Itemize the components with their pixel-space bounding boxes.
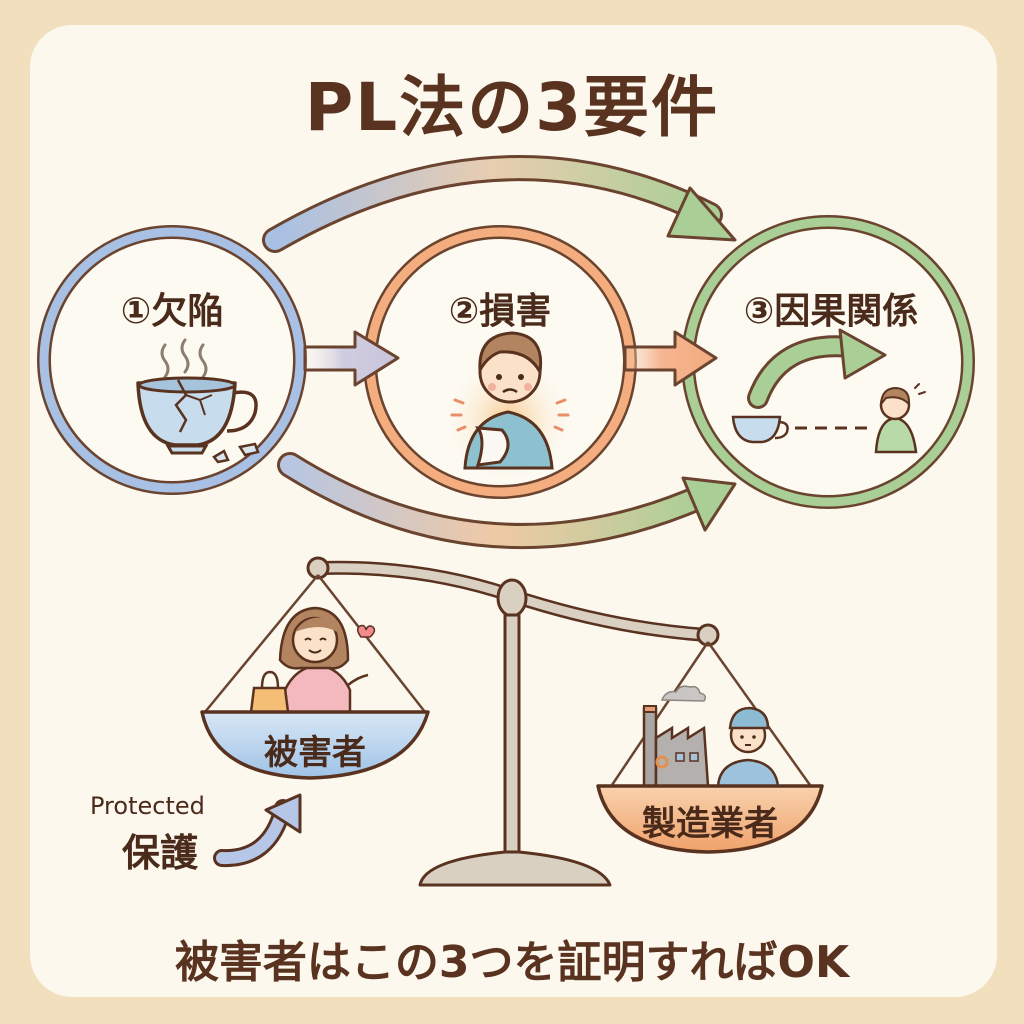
- broken-cup-icon: [136, 338, 260, 464]
- cup-to-person-link-icon: [731, 328, 926, 454]
- arrow-defect-to-damage: [303, 330, 400, 387]
- top-flow-arrow: [262, 155, 737, 253]
- factory-worker-icon: [642, 685, 780, 788]
- bottom-flow-arrow: [277, 452, 737, 549]
- balance-scale: [306, 556, 720, 887]
- step-label-causation: ③因果関係: [743, 291, 919, 332]
- step-circle-defect: [37, 225, 307, 495]
- right-pan: [596, 641, 824, 854]
- page-title: PL法の3要件: [304, 69, 720, 146]
- step-label-damage: ②損害: [448, 291, 552, 332]
- injured-person-icon: [446, 331, 570, 482]
- left-pan: [200, 574, 430, 780]
- consumer-woman-icon: [249, 606, 376, 714]
- protected-label-jp: 保護: [122, 831, 199, 875]
- protected-label-en: Protected: [90, 792, 205, 820]
- footer-caption: 被害者はこの3つを証明すればOK: [174, 937, 850, 988]
- step-label-defect: ①欠陥: [120, 291, 224, 332]
- right-pan-label: 製造業者: [642, 804, 778, 844]
- step-circle-causation: [681, 215, 975, 509]
- left-pan-label: 被害者: [264, 733, 366, 773]
- arrow-damage-to-causation: [623, 330, 718, 387]
- protected-arrow: [213, 793, 302, 868]
